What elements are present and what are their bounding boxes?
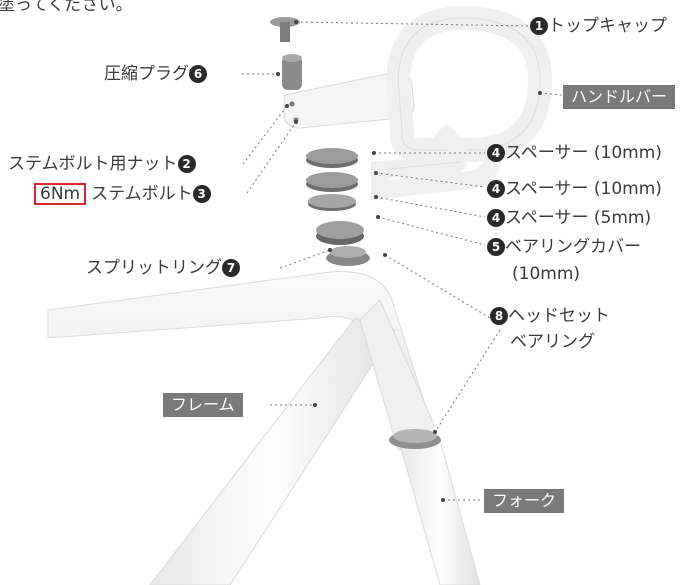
compression-plug-part	[282, 56, 302, 90]
fork	[399, 439, 481, 585]
label-fork: フォーク	[484, 489, 565, 513]
top-note: 塗ってください。	[0, 0, 133, 15]
number-8-icon: 8	[490, 307, 508, 325]
number-4-icon: 4	[487, 180, 505, 198]
number-3-icon: 3	[192, 185, 211, 203]
number-4-icon: 4	[487, 144, 505, 162]
number-6-icon: 6	[189, 65, 207, 83]
label-headset-bearing-2: ベアリング	[510, 332, 595, 352]
label-bearing-cover-size: (10mm)	[512, 264, 581, 284]
number-4-icon: 4	[487, 209, 505, 227]
handlebar	[385, 5, 553, 162]
number-7-icon: 7	[222, 259, 240, 277]
number-1-icon: 1	[530, 17, 548, 35]
label-handlebar: ハンドルバー	[563, 85, 676, 109]
torque-badge: 6Nm	[34, 183, 87, 205]
number-5-icon: 5	[487, 238, 505, 256]
label-frame: フレーム	[163, 393, 243, 417]
number-2-icon: 2	[177, 155, 196, 173]
frame-down-tube	[149, 317, 396, 585]
